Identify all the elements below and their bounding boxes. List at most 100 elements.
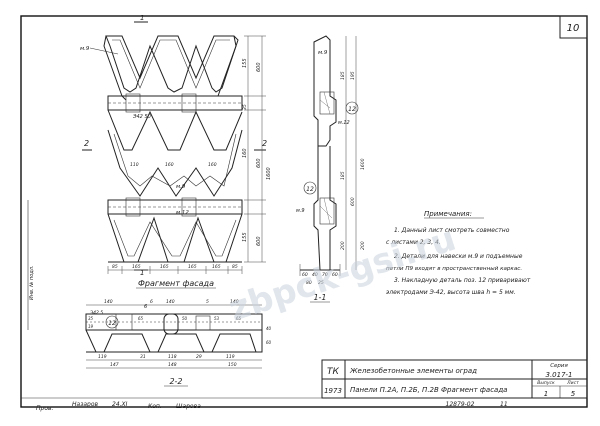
dim-s11-195: 195 <box>350 71 356 80</box>
facade-horizontal-dimensions <box>107 266 243 274</box>
issue-value: 1 <box>544 390 548 398</box>
dim-s22-top-3: 5 <box>206 299 209 305</box>
dim-s11-h1: 40 <box>312 272 318 278</box>
section-2-2-ribs <box>85 329 263 353</box>
dim-s22-sub-0: 35 <box>88 316 94 321</box>
dim-s22-sub-1: 19 <box>88 324 94 329</box>
dim-h-5: 85 <box>232 264 238 270</box>
dim-small-110: 110 <box>130 162 139 168</box>
callout-m12-b: м.12 <box>338 120 350 126</box>
dim-s22-total-2: 150 <box>228 362 237 368</box>
section-1-1-joint-2 <box>319 197 335 225</box>
dim-s22-total-0: 147 <box>110 362 119 368</box>
dim-s11-h2: 70 <box>322 272 328 278</box>
dim-s22-bot-0: 119 <box>98 354 107 360</box>
watermark: zbpck-gsi.ru <box>224 219 460 330</box>
signature-role-1: Пров. <box>36 405 54 412</box>
title-line-1: Железобетонные элементы оград <box>349 367 477 375</box>
notes-block: Примечания: 1. Данный лист смотреть совм… <box>386 210 531 296</box>
note-line-1: 1. Данный лист смотреть совместно <box>394 227 510 234</box>
ref-12-b: 12 <box>306 186 314 193</box>
facade-fragment-drawing <box>103 35 243 263</box>
dim-mid-160: 160 <box>242 148 248 158</box>
section-1-1-label: 1-1 <box>313 293 326 302</box>
series-value: 3.017-1 <box>545 371 572 379</box>
dim-s22-side-0: 40 <box>266 326 272 331</box>
callout-m9-top: м.9 <box>80 46 90 52</box>
dim-s22-total-1: 148 <box>168 362 177 368</box>
sheet-label: Лист <box>566 380 579 386</box>
ref-12-circle-b <box>303 181 317 195</box>
side-stamp: Инв. № подл. <box>29 266 35 301</box>
dim-h-2: 165 <box>160 264 169 270</box>
ref-12-circle-c <box>105 315 119 329</box>
series-label: Серия <box>550 363 568 369</box>
sheet-number: 10 <box>567 23 580 34</box>
note-line-6: электродами Э-42, высота шва h = 5 мм. <box>386 289 516 296</box>
note-line-5: 3. Накладную деталь поз. 12 приваривают <box>394 277 531 284</box>
note-line-3: 2. Детали для навески м.9 и подъемные <box>394 253 523 260</box>
dim-h-0: 85 <box>112 264 118 270</box>
title-code: ТК <box>327 367 339 377</box>
dim-s22-top-2: 140 <box>166 299 175 305</box>
dim-s22-sub-2: 65 <box>138 316 144 321</box>
middle-panel-top-outline <box>107 109 243 151</box>
bottom-panel-outline <box>107 213 243 263</box>
dim-s11-h0: 60 <box>302 272 308 278</box>
callout-m9-section: м.9 <box>318 50 328 56</box>
bottom-panel-inner <box>113 219 237 257</box>
embed-plate-1b <box>181 93 197 113</box>
dim-s11-185: 185 <box>340 71 346 80</box>
section-1-1-upper-shape <box>313 35 337 147</box>
dim-s11-b2: 200 <box>340 241 346 250</box>
section-2-2-drawing <box>85 313 263 353</box>
dim-mid-600: 600 <box>256 158 262 168</box>
section-2-2-label: 2-2 <box>169 377 182 386</box>
section-mark-1-top: 1 <box>140 14 144 22</box>
embed-plate-1a <box>125 93 141 113</box>
signature-date-1: 24.XI <box>112 401 128 408</box>
upper-panel-outline <box>105 35 239 93</box>
section-2-2-dimensions <box>86 304 262 369</box>
ref-12-a: 12 <box>348 106 356 113</box>
doc-number: 12879-02 <box>446 401 475 408</box>
facade-fragment-label: Фрагмент фасада <box>138 279 214 288</box>
callout-m12-a: м.12 <box>176 210 189 216</box>
section-1-1-joint-1 <box>319 91 335 115</box>
section-1-1-lower-shape <box>313 146 337 271</box>
callout-m9-top-leader <box>89 47 119 55</box>
dim-small-160: 160 <box>165 162 174 168</box>
callout-m9-mid: м.9 <box>176 184 186 190</box>
sheet-number-box <box>559 15 588 39</box>
upper-panel-edges <box>103 35 237 101</box>
dim-s22-bot-4: 119 <box>226 354 235 360</box>
dim-s11-b0: 185 <box>340 171 346 180</box>
callout-e42b: Э42 5 <box>89 310 103 316</box>
dim-s11-h5: 25 <box>318 280 324 286</box>
facade-vertical-dimensions <box>244 35 266 263</box>
sheet-value: 5 <box>571 390 576 398</box>
dim-s22-top-1: 6 <box>150 299 153 305</box>
dim-h-4: 165 <box>212 264 221 270</box>
dim-s22-side-1: 60 <box>266 340 272 345</box>
dim-top-600: 600 <box>256 62 262 72</box>
section-mark-1-bottom: 1 <box>140 269 144 277</box>
dim-s22-sub-4: 53 <box>214 316 220 321</box>
callout-m9-right: м.9 <box>296 208 305 214</box>
dim-h-3: 165 <box>188 264 197 270</box>
embed-plate-2a <box>125 197 141 217</box>
signature-name-2: Шарова <box>176 403 201 410</box>
callout-pos6: 6 <box>144 304 147 310</box>
ref-12-c: 12 <box>108 320 116 327</box>
note-line-2: с листами 2, 3, 4. <box>386 239 441 246</box>
note-line-4: петли П9 входят в пространственный карка… <box>386 266 522 272</box>
dim-s11-b1: 600 <box>350 197 356 206</box>
dim-bot-600: 600 <box>256 236 262 246</box>
dim-bot-155: 155 <box>242 232 248 242</box>
section-2-2-loop <box>163 313 179 335</box>
dim-joint-35: 35 <box>242 104 248 110</box>
middle-panel-inner <box>113 133 237 187</box>
signature-name-1: Назаров <box>72 401 99 408</box>
section-1-1-drawing <box>299 35 341 276</box>
embed-plate-2b <box>181 197 197 217</box>
